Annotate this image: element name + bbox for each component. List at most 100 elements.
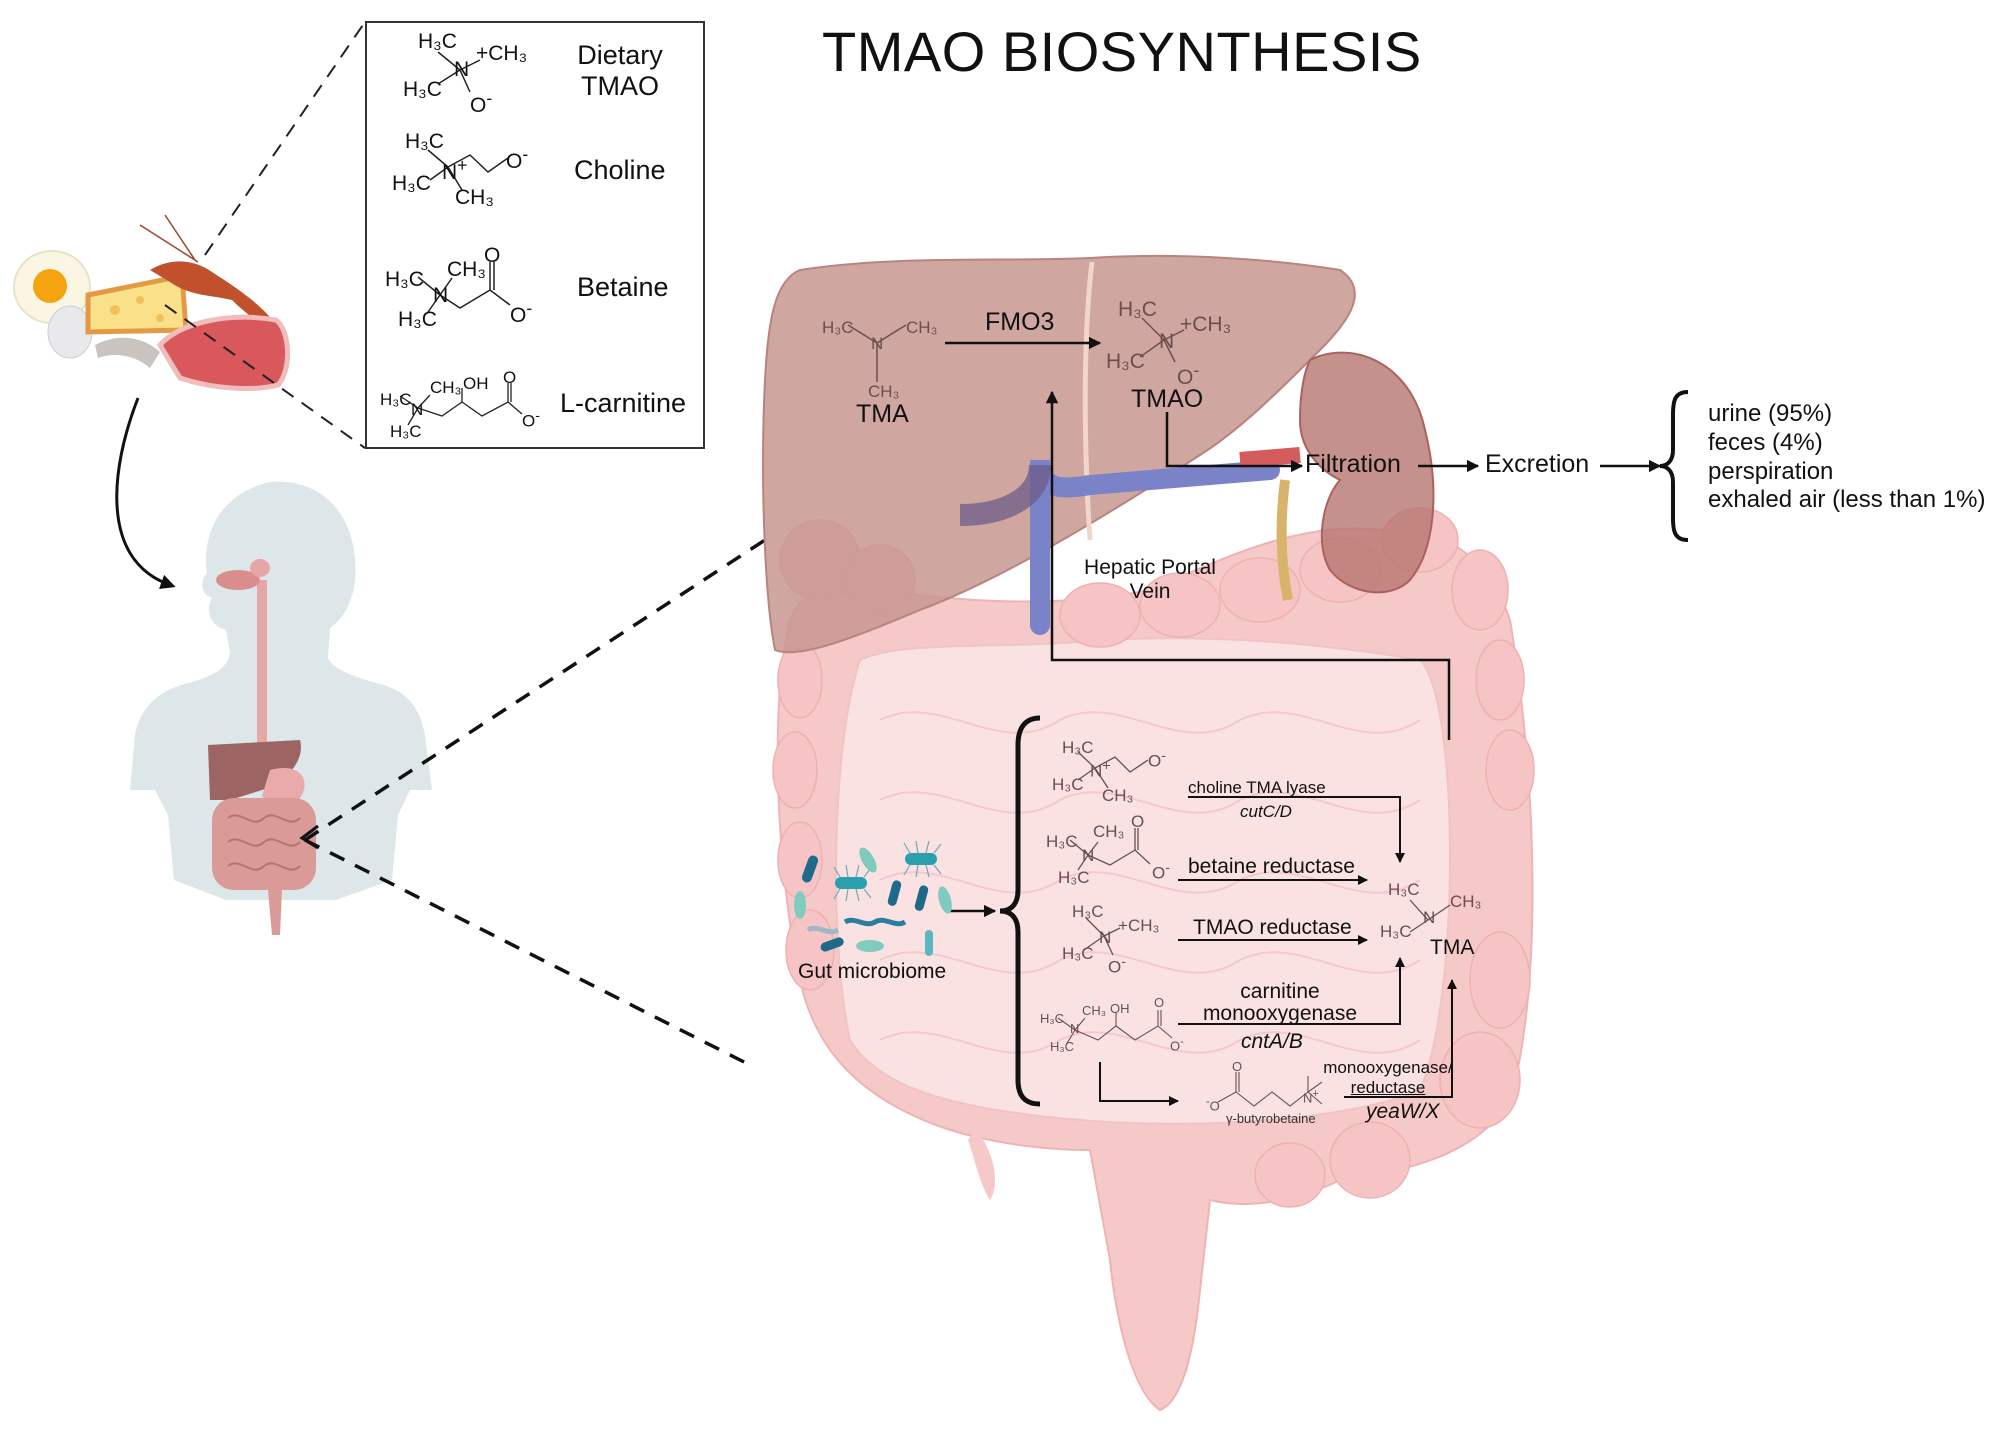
mouth-cavity bbox=[216, 570, 260, 590]
atom-label: H₃C bbox=[385, 268, 424, 291]
excretion-route-urine: urine (95%) bbox=[1708, 400, 1833, 427]
cheese-icon bbox=[85, 272, 189, 335]
enzyme-carnitine-monooxygenase: carnitine monooxygenase bbox=[1190, 980, 1370, 1026]
compound-label-line1: Dietary bbox=[577, 40, 663, 70]
structure-gut-betaine bbox=[1069, 828, 1151, 871]
atom-label: H₃C bbox=[390, 422, 422, 441]
body-stomach bbox=[262, 768, 305, 805]
excretion-brace bbox=[1659, 390, 1689, 542]
atom-label: -O bbox=[1206, 1096, 1220, 1114]
atom-label: H₃C bbox=[1058, 868, 1090, 887]
atom-label: N bbox=[454, 58, 470, 81]
structure-gut-choline bbox=[1077, 751, 1149, 789]
compound-label-l-carnitine: L-carnitine bbox=[560, 388, 687, 418]
zoom-line-top bbox=[204, 21, 366, 256]
atom-label: O- bbox=[1152, 860, 1170, 883]
structure-liver-tma bbox=[847, 324, 907, 382]
atom-label: H₃C bbox=[1062, 944, 1094, 963]
compound-label-betaine: Betaine bbox=[577, 272, 669, 302]
atom-label: O bbox=[1154, 995, 1165, 1010]
atom-label: O- bbox=[510, 298, 533, 327]
atom-label: O- bbox=[1148, 748, 1166, 771]
atom-label: N+ bbox=[442, 155, 468, 184]
structure-gut-tmao bbox=[1083, 917, 1121, 956]
steak-icon bbox=[156, 314, 291, 392]
substrates-brace bbox=[999, 715, 1041, 1107]
page-title: TMAO BIOSYNTHESIS bbox=[822, 20, 1422, 83]
atom-label: H₃C bbox=[380, 390, 412, 409]
body-rectum bbox=[268, 890, 282, 935]
atom-label: O- bbox=[470, 88, 493, 117]
atom-label: H₃C bbox=[1118, 298, 1157, 321]
butyrobetaine-pathway-arrow bbox=[1344, 979, 1457, 1098]
tma-to-liver-arrow bbox=[1045, 390, 1451, 740]
body-silhouette bbox=[130, 481, 432, 900]
atom-label: O bbox=[1131, 812, 1145, 831]
gene-cutcd: cutC/D bbox=[1240, 802, 1292, 821]
atom-label: N+ bbox=[1303, 1088, 1319, 1106]
liver-tmao-label: TMAO bbox=[1131, 385, 1204, 413]
atom-label: H₃C bbox=[398, 308, 437, 331]
atom-label: N bbox=[1082, 846, 1095, 865]
filtration-label: Filtration bbox=[1305, 450, 1401, 478]
atom-label: H₃C bbox=[1072, 902, 1104, 921]
appendix bbox=[968, 1130, 995, 1200]
structure-dietary-tmao bbox=[437, 51, 481, 93]
ureter bbox=[1276, 479, 1293, 601]
atom-label: N bbox=[1159, 330, 1175, 353]
egg-icon bbox=[47, 305, 93, 359]
enzyme-line1: monooxygenase/ bbox=[1323, 1058, 1453, 1077]
atom-label: N+ bbox=[1090, 758, 1111, 781]
ingestion-arrow bbox=[115, 397, 176, 590]
tmao-to-filtration-arrow bbox=[1165, 412, 1304, 473]
bacterium-flagellated-icon bbox=[835, 877, 867, 889]
atom-label: H₃C bbox=[1050, 1039, 1075, 1054]
structure-liver-tmao bbox=[1139, 317, 1185, 363]
atom-label: CH₃ bbox=[1450, 892, 1482, 911]
enzyme-monooxygenase-reductase: monooxygenase/ reductase bbox=[1318, 1058, 1458, 1097]
gut-pointer-chevron bbox=[299, 824, 319, 850]
atom-label: CH₃ bbox=[1082, 1003, 1107, 1018]
shrimp-icon bbox=[95, 337, 160, 368]
atom-label: CH₃ bbox=[868, 382, 900, 401]
atom-label: H₃C bbox=[1062, 738, 1094, 757]
hepatic-portal-vein-illustration bbox=[1030, 459, 1280, 635]
hepatic-portal-vein-line2: Vein bbox=[1129, 580, 1171, 604]
structure-choline bbox=[427, 149, 509, 191]
hepatic-portal-vein-label: Hepatic Portal Vein bbox=[1075, 556, 1225, 604]
carnitine-pathway-arrow bbox=[1178, 957, 1405, 1025]
choline-pathway-arrow bbox=[1188, 796, 1405, 863]
atom-label: O bbox=[1232, 1059, 1243, 1074]
kidney-illustration bbox=[1298, 351, 1435, 594]
atom-label: N bbox=[1423, 908, 1436, 927]
atom-label: H₃C bbox=[1380, 922, 1412, 941]
fmo3-enzyme-label: FMO3 bbox=[985, 308, 1055, 336]
atom-label: O- bbox=[522, 408, 540, 431]
atom-label: O bbox=[503, 368, 517, 387]
crayfish-icon bbox=[150, 261, 282, 335]
structure-gut-tma bbox=[1409, 899, 1451, 933]
atom-label: H₃C bbox=[405, 130, 444, 153]
liver-tma-label: TMA bbox=[856, 400, 909, 428]
compound-label-dietary-tmao: Dietary TMAO bbox=[570, 40, 670, 102]
dietary-compounds-box bbox=[365, 21, 705, 449]
excretion-label: Excretion bbox=[1485, 450, 1590, 478]
gut-microbiome-illustration bbox=[794, 840, 952, 956]
excretion-route-perspiration: perspiration bbox=[1708, 457, 1834, 485]
intestine-illustration bbox=[772, 507, 1535, 1412]
atom-label: +CH₃ bbox=[1118, 916, 1160, 935]
atom-label: H₃C bbox=[392, 172, 431, 195]
atom-label: CH₃ bbox=[447, 258, 486, 281]
structure-l-carnitine bbox=[399, 383, 523, 426]
atom-label: N bbox=[1099, 928, 1112, 947]
atom-label: O bbox=[484, 244, 501, 267]
atom-label: H₃C bbox=[403, 78, 442, 101]
atom-label: H₃C bbox=[1106, 350, 1145, 373]
structure-gamma-butyrobetaine bbox=[1217, 1072, 1323, 1107]
atom-label: H₃C bbox=[1046, 832, 1078, 851]
atom-label: H₃C bbox=[418, 30, 457, 53]
atom-label: N bbox=[433, 284, 449, 307]
atom-label: +CH₃ bbox=[476, 42, 528, 65]
enzyme-betaine-reductase: betaine reductase bbox=[1188, 855, 1355, 878]
